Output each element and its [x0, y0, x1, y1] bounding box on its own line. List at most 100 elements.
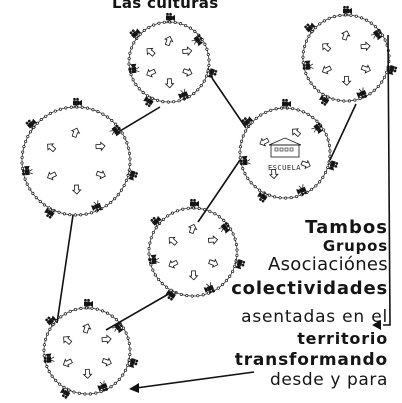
person-icon: [254, 115, 261, 120]
person-icon: [205, 47, 209, 54]
cluster-middle: [147, 198, 246, 301]
person-icon: [360, 16, 366, 21]
camera-icon: [25, 118, 38, 131]
person-icon: [102, 204, 108, 209]
person-icon: [270, 195, 277, 199]
person-icon: [161, 216, 168, 221]
person-icon: [121, 326, 127, 333]
person-icon: [73, 307, 80, 312]
person-icon: [207, 58, 211, 65]
camera-icon: [150, 215, 162, 228]
person-icon: [91, 391, 98, 395]
arrow-icon: [163, 35, 174, 47]
person-icon: [213, 212, 219, 217]
person-icon: [59, 212, 66, 216]
school-building-icon: [268, 137, 302, 158]
arrow-icon: [268, 169, 279, 180]
people-ring: [127, 20, 211, 104]
camera-icon: [386, 64, 398, 76]
person-icon: [119, 373, 125, 379]
person-icon: [171, 290, 178, 295]
person-icon: [378, 80, 384, 86]
link-right-to-school: [329, 103, 357, 161]
person-icon: [150, 265, 155, 272]
arrow-icon: [188, 270, 199, 281]
link-top-to-school: [211, 77, 247, 129]
person-icon: [95, 307, 102, 311]
arrow-icon: [81, 323, 92, 334]
person-icon: [106, 311, 112, 316]
person-icon: [239, 136, 244, 143]
person-icon: [307, 187, 314, 193]
person-icon: [133, 80, 138, 87]
person-icon: [286, 196, 293, 200]
person-icon: [232, 264, 237, 271]
person-icon: [115, 377, 121, 383]
arrow-icon: [101, 334, 112, 345]
person-icon: [65, 213, 72, 217]
arrow-icon: [168, 259, 179, 269]
arrow-icon: [340, 30, 351, 41]
arrow-icon: [146, 68, 157, 78]
camera-icon: [241, 116, 254, 128]
person-icon: [308, 79, 313, 85]
person-icon: [155, 275, 161, 282]
arrow-icon: [71, 184, 82, 195]
person-icon: [229, 227, 234, 234]
arrow-icon: [207, 235, 219, 245]
people-ring: [238, 106, 332, 200]
person-icon: [158, 100, 165, 104]
person-icon: [42, 340, 46, 347]
person-icon: [149, 233, 154, 240]
text-line-6: territorio: [297, 329, 388, 348]
person-icon: [42, 345, 46, 352]
person-icon: [374, 84, 380, 90]
person-icon: [33, 194, 38, 200]
arrow-icon: [187, 223, 198, 235]
arrow-icon: [146, 47, 156, 57]
person-icon: [235, 248, 239, 255]
person-icon: [206, 53, 210, 60]
person-icon: [381, 75, 387, 82]
person-icon: [350, 98, 357, 102]
person-icon: [127, 151, 132, 159]
person-icon: [187, 294, 194, 298]
person-icon: [339, 99, 346, 103]
person-icon: [369, 21, 375, 27]
person-icon: [238, 153, 242, 160]
people-ring: [20, 105, 132, 217]
camera-icon: [302, 60, 314, 70]
person-icon: [163, 100, 170, 104]
person-icon: [304, 36, 309, 43]
person-icon: [193, 294, 200, 298]
person-icon: [306, 112, 313, 118]
camera-icon: [165, 289, 178, 301]
person-icon: [152, 23, 159, 27]
person-icon: [23, 174, 27, 181]
person-icon: [174, 99, 181, 103]
arrow-icon: [70, 127, 81, 138]
person-icon: [291, 107, 298, 111]
clusters: [20, 5, 398, 399]
camera-icon: [234, 258, 246, 270]
text-line-2: Grupos: [322, 237, 388, 255]
arrow-icon: [168, 236, 178, 246]
person-icon: [281, 196, 288, 200]
arrow-icon: [292, 128, 302, 138]
arrow-icon: [164, 78, 175, 89]
bottom-arrow: [129, 371, 255, 393]
camera-icon: [73, 97, 82, 109]
arrow-icon: [95, 141, 106, 152]
person-icon: [152, 270, 157, 277]
camera-icon: [97, 380, 109, 392]
person-icon: [234, 242, 239, 250]
person-icon: [296, 108, 303, 112]
arrow-icon: [95, 170, 106, 180]
bracket-line: [383, 34, 391, 326]
person-icon: [311, 115, 317, 121]
camera-icon: [59, 387, 72, 399]
person-icon: [275, 196, 282, 200]
person-icon: [96, 110, 103, 114]
person-icon: [182, 294, 189, 298]
